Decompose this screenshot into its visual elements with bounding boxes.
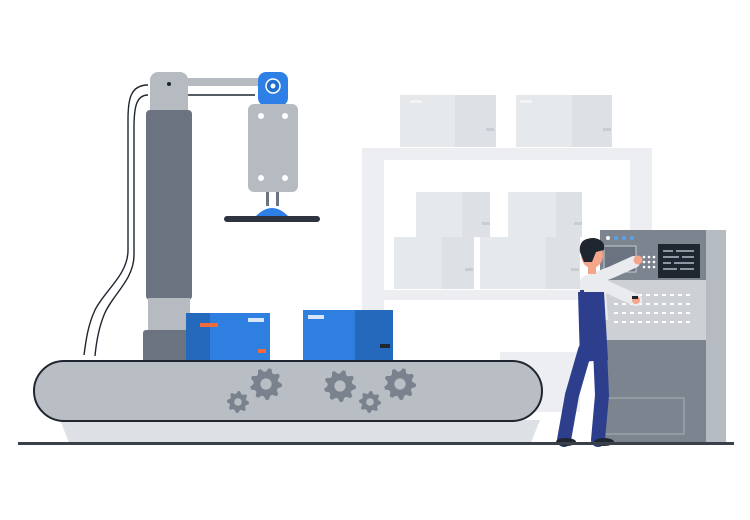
keypad-key <box>614 312 618 314</box>
conveyor-base <box>60 420 540 445</box>
keypad-key <box>642 265 646 269</box>
keypad-key <box>646 294 650 296</box>
arm-joint-dot <box>167 82 171 86</box>
keypad-key <box>654 294 658 296</box>
indicator-light <box>606 236 610 240</box>
keypad-key <box>646 303 650 305</box>
control-panel <box>600 230 726 442</box>
keypad-key <box>630 312 634 314</box>
keypad-key <box>662 294 666 296</box>
keypad-key <box>647 260 651 264</box>
keypad-key <box>678 312 682 314</box>
keypad-key <box>652 260 656 264</box>
keypad-key <box>638 294 642 296</box>
keypad-key <box>686 303 690 305</box>
shelf-boxes <box>394 95 612 289</box>
keypad-key <box>647 255 651 259</box>
keypad-key <box>630 321 634 323</box>
keypad-key <box>670 321 674 323</box>
keypad-key <box>670 294 674 296</box>
robot-arm <box>143 72 320 362</box>
gear-icon <box>250 368 282 400</box>
keypad-key <box>662 312 666 314</box>
keypad-key <box>654 303 658 305</box>
keypad-key <box>642 255 646 259</box>
conveyor-boxes <box>186 310 393 363</box>
conveyor-belt <box>33 360 543 422</box>
keypad-key <box>646 321 650 323</box>
keypad-key <box>642 260 646 264</box>
keypad-key <box>662 321 666 323</box>
indicator-light <box>622 236 626 240</box>
keypad-key <box>670 312 674 314</box>
keypad-key <box>686 294 690 296</box>
keypad-key <box>622 312 626 314</box>
keypad-key <box>670 303 674 305</box>
floor-line <box>18 442 734 445</box>
gear-icon <box>384 368 416 400</box>
keypad-key <box>654 321 658 323</box>
worker <box>556 238 643 447</box>
keypad-key <box>638 321 642 323</box>
keypad-key <box>662 303 666 305</box>
keypad-key <box>678 294 682 296</box>
keypad-key <box>652 255 656 259</box>
conveyor-gears <box>227 368 416 413</box>
keypad-key <box>622 321 626 323</box>
keypad-key <box>622 303 626 305</box>
keypad-key <box>678 303 682 305</box>
keypad-key <box>614 303 618 305</box>
keypad-key <box>686 312 690 314</box>
gear-icon <box>227 391 249 413</box>
keypad-key <box>686 321 690 323</box>
keypad-key <box>654 312 658 314</box>
panel-display <box>658 244 700 278</box>
gear-icon <box>359 391 381 413</box>
keypad-key <box>614 321 618 323</box>
indicator-light <box>614 236 618 240</box>
keypad-key <box>678 321 682 323</box>
gear-icon <box>324 370 356 402</box>
keypad-key <box>652 265 656 269</box>
keypad-key <box>638 312 642 314</box>
keypad-key <box>647 265 651 269</box>
keypad-key <box>646 312 650 314</box>
indicator-light <box>630 236 634 240</box>
